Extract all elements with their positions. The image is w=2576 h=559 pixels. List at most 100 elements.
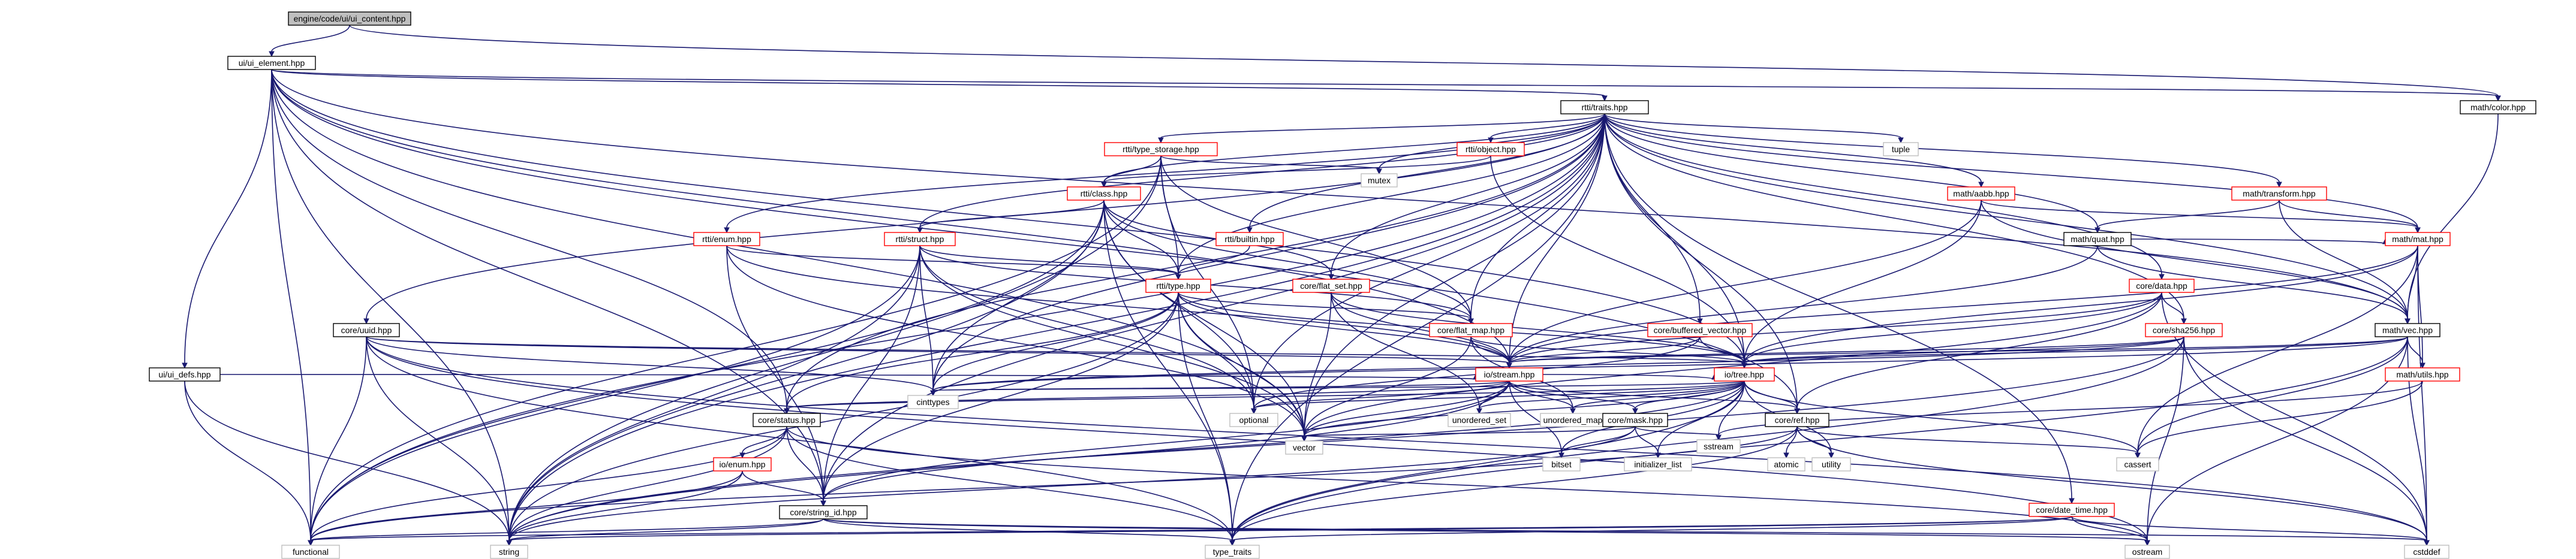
edge-traits-to-date_time	[1604, 113, 2075, 504]
node-cassert: cassert	[2116, 457, 2159, 472]
node-builtin[interactable]: rtti/builtin.hpp	[1215, 232, 1284, 246]
edge-flat_map-to-io_stream	[1470, 336, 1512, 369]
node-label: tuple	[1892, 144, 1910, 154]
node-label: math/mat.hpp	[2392, 234, 2443, 244]
node-sstream: sstream	[1696, 439, 1741, 454]
node-label: core/flat_map.hpp	[1437, 325, 1504, 335]
node-label: ui/ui_defs.hpp	[158, 370, 210, 379]
node-ui-element[interactable]: ui/ui_element.hpp	[227, 56, 316, 70]
node-flat-map[interactable]: core/flat_map.hpp	[1429, 323, 1513, 337]
node-label: core/status.hpp	[758, 415, 815, 425]
edge-traits-to-tuple	[1604, 113, 1904, 144]
edge-ui_element-to-color	[271, 69, 2501, 102]
node-unordered-map: unordered_map	[1540, 413, 1606, 427]
edge-ui_element-to-io_tree	[271, 69, 1747, 369]
edge-enum-to-type	[726, 245, 1181, 280]
node-label: core/sha256.hpp	[2153, 325, 2216, 335]
node-flat-set[interactable]: core/flat_set.hpp	[1292, 279, 1370, 293]
node-io-stream[interactable]: io/stream.hpp	[1475, 367, 1543, 382]
node-core-status[interactable]: core/status.hpp	[753, 413, 821, 427]
node-quat[interactable]: math/quat.hpp	[2063, 232, 2132, 246]
edge-data-to-sha256	[2161, 292, 2187, 325]
edge-core_ref-to-cstddef	[1796, 426, 2430, 546]
node-label: core/flat_set.hpp	[1300, 281, 1362, 291]
node-label: math/quat.hpp	[2071, 234, 2124, 244]
node-mutex: mutex	[1361, 173, 1398, 188]
node-sha256[interactable]: core/sha256.hpp	[2145, 323, 2223, 337]
edge-ui_element-to-traits	[271, 69, 1608, 102]
node-uuid[interactable]: core/uuid.hpp	[333, 323, 400, 337]
edge-traits-to-aabb	[1604, 113, 1984, 188]
node-object[interactable]: rtti/object.hpp	[1456, 142, 1525, 156]
node-atomic: atomic	[1767, 457, 1805, 472]
node-label: io/stream.hpp	[1484, 370, 1535, 379]
node-label: type_traits	[1213, 547, 1252, 557]
node-transform[interactable]: math/transform.hpp	[2231, 186, 2327, 201]
node-functional: functional	[281, 545, 340, 559]
node-struct[interactable]: rtti/struct.hpp	[884, 232, 956, 246]
node-core-ref[interactable]: core/ref.hpp	[1765, 413, 1829, 427]
edge-uuid-to-io_tree	[366, 336, 1747, 369]
node-label: cinttypes	[916, 397, 949, 407]
edge-ui_element-to-functional	[271, 69, 314, 546]
node-utility: utility	[1811, 457, 1851, 472]
node-ui-defs[interactable]: ui/ui_defs.hpp	[149, 367, 221, 382]
edge-class-to-string	[506, 200, 1105, 546]
edge-core_ref-to-cassert	[1796, 426, 2141, 459]
node-label: cstddef	[2413, 547, 2440, 557]
edge-core_status-to-string	[506, 426, 787, 546]
node-vector: vector	[1285, 440, 1323, 455]
node-label: core/buffered_vector.hpp	[1654, 325, 1747, 335]
node-type-storage[interactable]: rtti/type_storage.hpp	[1104, 142, 1218, 156]
node-buffered-vector[interactable]: core/buffered_vector.hpp	[1647, 323, 1753, 337]
node-label: core/ref.hpp	[1775, 415, 1820, 425]
edge-vec-to-io_tree	[1741, 336, 2408, 369]
node-label: unordered_map	[1543, 415, 1603, 425]
edge-date_time-to-ostream	[2071, 516, 2150, 546]
node-label: string	[499, 547, 519, 557]
edge-aabb-to-io_stream	[1506, 200, 1982, 369]
node-aabb[interactable]: math/aabb.hpp	[1947, 186, 2015, 201]
edge-ui_element-to-string_id	[271, 69, 826, 507]
edge-vec-to-io_stream	[1506, 336, 2408, 369]
edge-data-to-vector	[1301, 292, 2162, 442]
node-math-utils[interactable]: math/utils.hpp	[2385, 367, 2460, 382]
node-data[interactable]: core/data.hpp	[2129, 279, 2195, 293]
node-label: cassert	[2124, 460, 2151, 469]
node-core-mask[interactable]: core/mask.hpp	[1602, 413, 1668, 427]
node-type[interactable]: rtti/type.hpp	[1145, 279, 1211, 293]
node-io-enum[interactable]: io/enum.hpp	[713, 457, 772, 472]
node-io-tree[interactable]: io/tree.hpp	[1714, 367, 1775, 382]
edge-io_tree-to-cinttypes	[930, 380, 1745, 397]
node-label: core/mask.hpp	[1608, 415, 1663, 425]
edges-layer	[182, 25, 2501, 546]
node-label: rtti/type_storage.hpp	[1123, 144, 1199, 154]
node-label: math/aabb.hpp	[1953, 189, 2009, 198]
node-traits[interactable]: rtti/traits.hpp	[1560, 100, 1649, 114]
node-color[interactable]: math/color.hpp	[2460, 100, 2536, 114]
edge-core_mask-to-initializer_list	[1635, 426, 1661, 459]
edge-struct-to-string	[506, 245, 920, 546]
node-label: ui/ui_element.hpp	[239, 58, 305, 68]
edge-core_mask-to-vector	[1301, 426, 1636, 442]
node-label: math/color.hpp	[2470, 102, 2526, 112]
node-string-id[interactable]: core/string_id.hpp	[779, 505, 868, 519]
node-label: io/enum.hpp	[719, 460, 765, 469]
edge-io_enum-to-string_id	[742, 470, 826, 507]
node-label: rtti/enum.hpp	[702, 234, 751, 244]
edge-ui_defs-to-functional	[184, 380, 314, 546]
edge-io_tree-to-string_id	[820, 380, 1745, 507]
edge-quat-to-io_stream	[1506, 245, 2098, 369]
node-date-time[interactable]: core/date_time.hpp	[2029, 503, 2115, 517]
edge-date_time-to-functional	[308, 516, 2072, 546]
node-mat[interactable]: math/mat.hpp	[2385, 232, 2451, 246]
node-label: rtti/traits.hpp	[1581, 102, 1627, 112]
edge-sha256-to-string	[506, 336, 2184, 546]
node-class[interactable]: rtti/class.hpp	[1067, 186, 1141, 201]
edge-io_tree-to-unordered_set	[1476, 380, 1745, 415]
node-label: unordered_set	[1452, 415, 1506, 425]
node-vec[interactable]: math/vec.hpp	[2375, 323, 2440, 337]
edge-enum-to-vector	[726, 245, 1307, 442]
edge-traits-to-mat	[1604, 113, 2421, 234]
node-enum[interactable]: rtti/enum.hpp	[693, 232, 760, 246]
